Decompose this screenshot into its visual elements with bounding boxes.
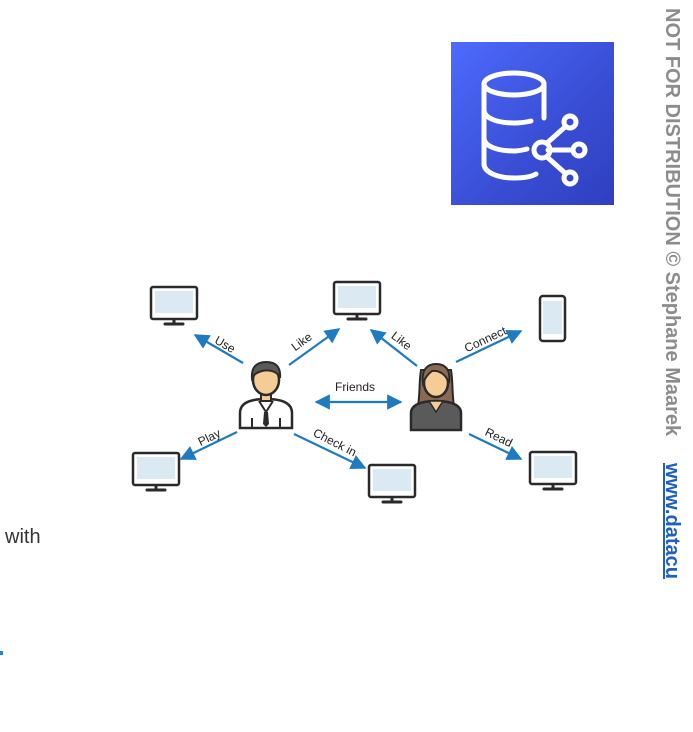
device-monitor-bottom-left xyxy=(131,451,181,492)
edge-label-read: Read xyxy=(483,425,515,450)
device-monitor-bottom-center xyxy=(367,463,417,504)
edge-label-friends: Friends xyxy=(335,380,375,394)
edge-like-left xyxy=(288,328,341,366)
edge-connect xyxy=(455,330,523,363)
phone-icon xyxy=(538,294,567,343)
edge-like-right xyxy=(369,329,418,367)
woman-user-icon xyxy=(409,362,463,432)
device-monitor-top-left xyxy=(149,285,199,326)
man-user-icon xyxy=(238,360,294,430)
edges xyxy=(179,328,523,469)
edge-label-use: Use xyxy=(212,333,238,356)
edge-check-in xyxy=(293,433,367,469)
watermark-text: NOT FOR DISTRIBUTION © Stephane Maarek xyxy=(661,8,683,437)
edge-use xyxy=(193,334,244,364)
edge-label-connect: Connect xyxy=(462,323,509,355)
graph-database-logo xyxy=(451,42,614,205)
body-text-fragment: with xyxy=(5,526,41,548)
database-graph-icon xyxy=(481,70,588,187)
device-monitor-bottom-right xyxy=(528,450,578,491)
edge-read xyxy=(468,433,523,460)
watermark-link[interactable]: www.datacu xyxy=(661,462,683,579)
distribution-watermark: NOT FOR DISTRIBUTION © Stephane Maarek w… xyxy=(661,8,683,579)
edge-play xyxy=(179,431,238,460)
bullet-fragment xyxy=(0,651,3,655)
edge-label-like-right: Like xyxy=(388,329,414,354)
device-monitor-top-center xyxy=(332,280,382,321)
